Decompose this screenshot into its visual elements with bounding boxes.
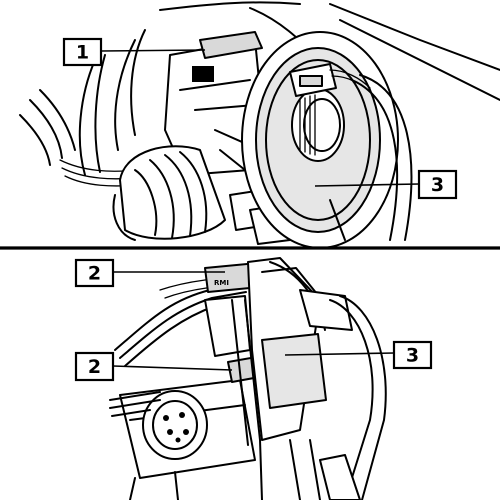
callout-2-bottom-b-number: 2: [88, 356, 101, 378]
leader-lines: [100, 49, 420, 371]
callout-1-top: 1: [62, 37, 103, 67]
component-label: RMI: [214, 279, 229, 287]
callout-2-bottom-b: 2: [74, 351, 115, 382]
callout-3-bottom: 3: [392, 340, 433, 370]
leader-top-3: [314, 183, 420, 187]
leader-bottom-3: [284, 352, 395, 356]
callout-2-bottom-a-number: 2: [88, 263, 101, 285]
callout-3-top: 3: [417, 169, 458, 200]
leader-bottom-2b: [112, 365, 233, 371]
callout-3-bottom-number: 3: [406, 345, 419, 367]
callout-2-bottom-a: 2: [74, 258, 115, 288]
callout-3-top-number: 3: [431, 174, 444, 196]
leader-top-1: [100, 49, 206, 52]
bottom-panel: RMI: [109, 257, 387, 500]
callout-1-top-number: 1: [76, 42, 89, 64]
